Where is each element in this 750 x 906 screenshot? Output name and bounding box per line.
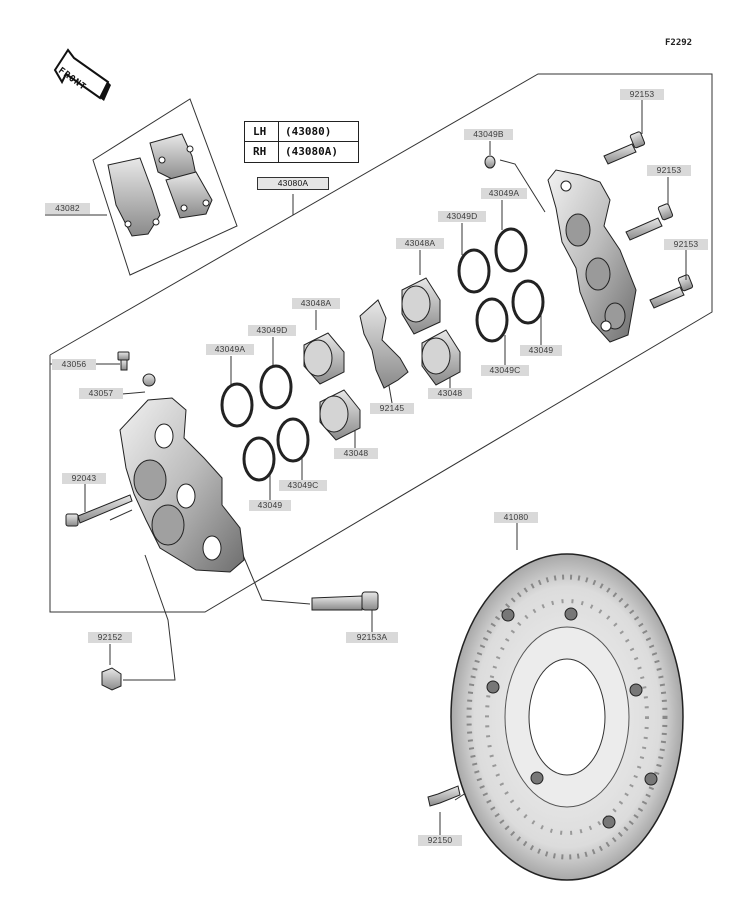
- caliper-right-icon: [547, 169, 637, 343]
- part-label-41080[interactable]: 41080: [494, 512, 538, 523]
- part-label-43049a-left[interactable]: 43049A: [206, 344, 254, 355]
- part-label-92152[interactable]: 92152: [88, 632, 132, 643]
- part-label-43049d-top[interactable]: 43049D: [438, 211, 486, 222]
- front-arrow-icon: [53, 48, 111, 101]
- part-label-43049-right[interactable]: 43049: [520, 345, 562, 356]
- part-label-43049c-left[interactable]: 43049C: [279, 480, 327, 491]
- part-label-43080a[interactable]: 43080A: [257, 177, 329, 190]
- caliper-bolts-icon: [603, 131, 694, 309]
- pads-frame: [45, 98, 238, 276]
- part-label-43048-left[interactable]: 43048: [334, 448, 378, 459]
- side-code-table: LH (43080) RH (43080A): [244, 121, 359, 163]
- part-label-43049c-right[interactable]: 43049C: [481, 365, 529, 376]
- part-label-43048a-left[interactable]: 43048A: [292, 298, 340, 309]
- part-label-43082[interactable]: 43082: [45, 203, 90, 214]
- pin-bolt-icon: [65, 494, 133, 527]
- part-label-43056[interactable]: 43056: [52, 359, 96, 370]
- caliper-bolt-bottom-icon: [311, 591, 379, 611]
- side-row-lh: LH (43080): [253, 125, 332, 138]
- part-label-92153-low[interactable]: 92153: [664, 239, 708, 250]
- part-label-43049b[interactable]: 43049B: [464, 129, 513, 140]
- part-label-43048a-top[interactable]: 43048A: [396, 238, 444, 249]
- part-label-43048-right[interactable]: 43048: [428, 388, 472, 399]
- seals-pistons-left-icon: [220, 332, 361, 482]
- part-label-92153a[interactable]: 92153A: [346, 632, 398, 643]
- part-label-92150[interactable]: 92150: [418, 835, 462, 846]
- diagram-code: F2292: [665, 38, 693, 48]
- nut-icon: [101, 667, 122, 691]
- caliper-left-icon: [119, 397, 245, 573]
- disc-bolt-icon: [427, 785, 461, 807]
- assembly-outline: [49, 73, 713, 613]
- part-label-92145[interactable]: 92145: [370, 403, 414, 414]
- side-row-rh: RH (43080A): [253, 145, 338, 158]
- spring-clip-icon: [359, 299, 409, 389]
- part-label-43049d-left[interactable]: 43049D: [248, 325, 296, 336]
- part-label-43049-left[interactable]: 43049: [249, 500, 291, 511]
- part-label-92153-top[interactable]: 92153: [620, 89, 664, 100]
- part-label-43057[interactable]: 43057: [79, 388, 123, 399]
- bleeder-icon: [117, 351, 156, 387]
- brake-disc-icon: [450, 553, 684, 881]
- seals-pistons-icon: [401, 155, 545, 386]
- part-label-92043[interactable]: 92043: [62, 473, 106, 484]
- part-label-43049a-top[interactable]: 43049A: [481, 188, 527, 199]
- brake-pads-icon: [107, 133, 213, 237]
- part-label-92153-mid[interactable]: 92153: [647, 165, 691, 176]
